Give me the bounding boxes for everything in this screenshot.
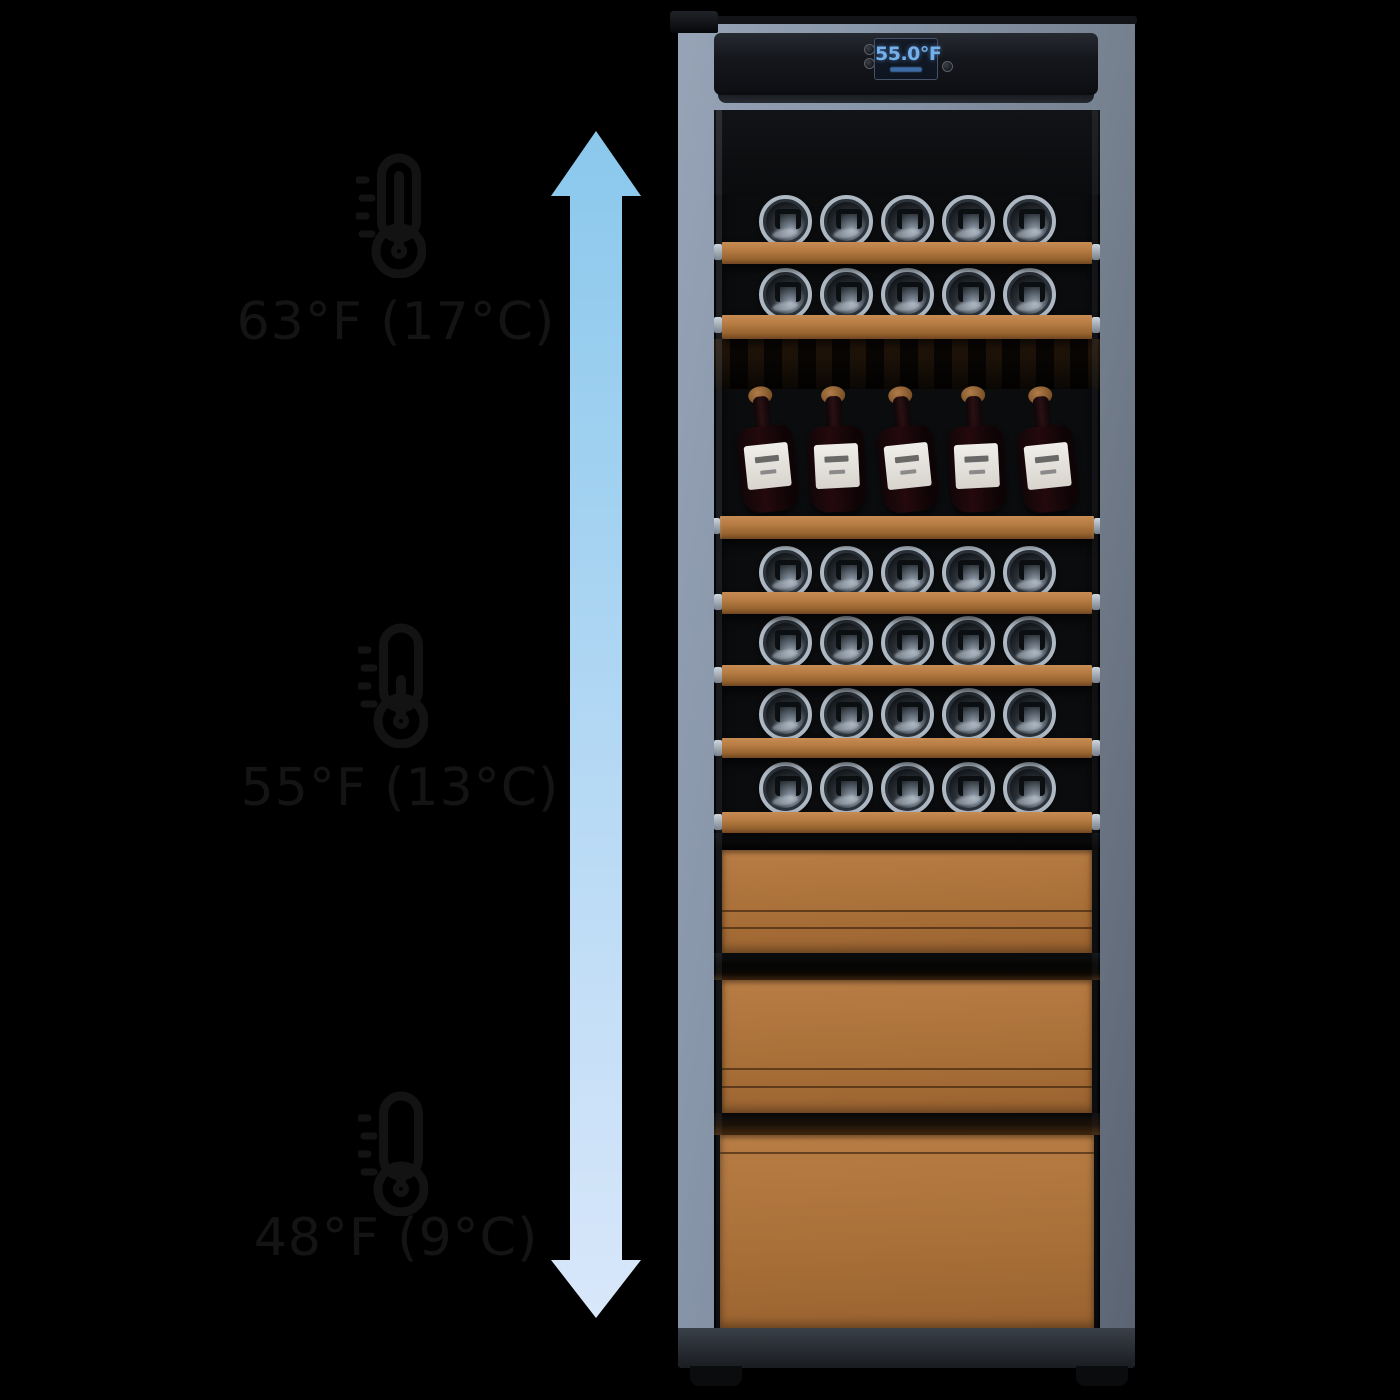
wood-shelf <box>714 812 1100 833</box>
zone-label-middle: 55°F (13°C) <box>240 758 560 818</box>
slatted-rack <box>714 339 1100 389</box>
wine-bottle-base <box>758 616 812 669</box>
thermometer-low-icon <box>358 1091 428 1216</box>
wine-bottle-base <box>941 762 995 815</box>
wood-drawer-large <box>720 1135 1094 1328</box>
zone-label-top: 63°F (17°C) <box>236 292 556 352</box>
wine-bottle-base <box>1002 762 1056 815</box>
bottle-row <box>714 268 1100 321</box>
drawer-gap <box>714 833 1100 850</box>
wood-drawer <box>722 980 1092 1113</box>
wood-shelf <box>714 242 1100 264</box>
wine-bottle-base <box>758 762 812 815</box>
wood-shelf <box>714 665 1100 686</box>
thermometer-high-icon <box>356 153 426 278</box>
bottle-row <box>714 762 1100 815</box>
bottle-row <box>714 688 1100 741</box>
zone-label-bottom: 48°F (9°C) <box>253 1208 539 1268</box>
wine-bottle-base <box>880 268 934 321</box>
display-wine-bottle <box>804 385 871 516</box>
control-panel: 55.0°F <box>714 33 1098 95</box>
temperature-gradient-arrow <box>551 131 641 1318</box>
wine-bottle-base <box>941 616 995 669</box>
wine-bottle-base <box>941 195 995 248</box>
wine-bottle-base <box>819 762 873 815</box>
wine-bottle-base <box>880 688 934 741</box>
wine-bottle-base <box>880 616 934 669</box>
wine-bottle-base <box>1002 616 1056 669</box>
drawer-gap <box>714 1113 1100 1135</box>
wine-bottle-base <box>819 688 873 741</box>
wine-bottle-base <box>880 762 934 815</box>
wine-bottle-base <box>819 616 873 669</box>
bottle-row <box>714 546 1100 599</box>
light-button <box>942 61 953 72</box>
wine-label <box>953 442 1000 490</box>
wine-bottle-base <box>880 195 934 248</box>
wine-label <box>1023 441 1072 491</box>
wine-bottle-base <box>819 546 873 599</box>
cabinet-foot-left <box>690 1366 742 1386</box>
wine-bottle-base <box>941 268 995 321</box>
wine-cabinet: 55.0°F <box>670 11 1137 1386</box>
wine-bottle-base <box>758 688 812 741</box>
wine-label <box>743 441 792 491</box>
wood-shelf <box>714 516 1100 539</box>
wine-bottle-base <box>758 195 812 248</box>
wine-bottle-base <box>758 546 812 599</box>
wood-shelf <box>714 315 1100 339</box>
panel-shadow <box>718 93 1094 103</box>
display-brand-text <box>890 67 922 72</box>
wine-bottle-base <box>819 268 873 321</box>
temperature-display: 55.0°F <box>874 38 942 80</box>
wood-shelf <box>714 592 1100 614</box>
wine-bottle-base <box>1002 195 1056 248</box>
wine-label <box>883 441 932 491</box>
wine-bottle-base <box>941 688 995 741</box>
wine-label <box>813 442 860 490</box>
bottle-row <box>714 616 1100 669</box>
bottle-row <box>714 195 1100 248</box>
wine-bottle-base <box>1002 688 1056 741</box>
wine-bottle-base <box>1002 268 1056 321</box>
door-handle <box>670 11 718 33</box>
drawer-gap <box>714 953 1100 980</box>
display-bottle-row <box>714 383 1100 517</box>
thermometer-medium-icon <box>358 623 428 748</box>
display-wine-bottle <box>944 385 1011 516</box>
display-wine-bottle <box>730 383 803 517</box>
glass-door <box>714 110 1100 1328</box>
wine-bottle-base <box>758 268 812 321</box>
interior-top-space <box>714 110 1100 195</box>
display-wine-bottle <box>1010 383 1083 517</box>
cabinet-foot-right <box>1076 1366 1128 1386</box>
display-wine-bottle <box>870 383 943 517</box>
cabinet-bottom-rail <box>678 1328 1135 1368</box>
wood-drawer <box>722 850 1092 953</box>
temperature-reading: 55.0°F <box>875 43 942 65</box>
wine-bottle-base <box>819 195 873 248</box>
wood-shelf <box>714 738 1100 758</box>
